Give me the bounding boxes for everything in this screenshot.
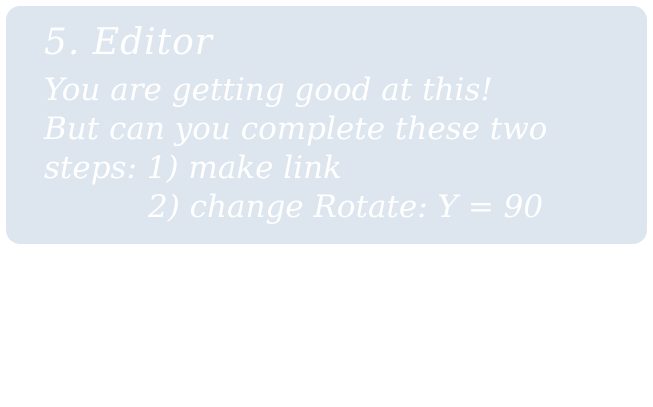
tutorial-step-1: steps: 1) make link [44, 150, 342, 186]
tutorial-title: 5. Editor [44, 22, 213, 63]
tutorial-step-2: 2) change Rotate: Y = 90 [148, 189, 544, 225]
tutorial-card: 5. Editor You are getting good at this! … [6, 6, 647, 244]
tutorial-line-question: But can you complete these two [44, 111, 548, 147]
tutorial-line-encouragement: You are getting good at this! [44, 72, 493, 108]
